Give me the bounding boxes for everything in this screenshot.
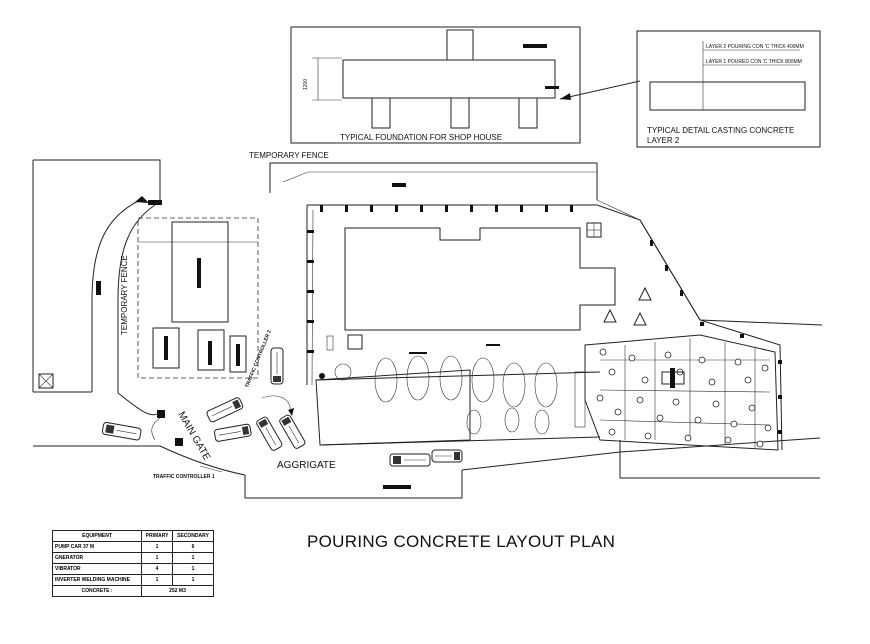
primary-count: 1 (141, 541, 174, 553)
site-fence (307, 204, 783, 451)
truck-icon (279, 414, 306, 449)
pile-points (596, 348, 772, 448)
table-row: GNERATOR 1 1 (51, 552, 214, 564)
layer2-note: LAYER 2 POURING CON 'C THICK 400MM (706, 44, 804, 50)
site-boundary: TEMPORARY FENCE TEMPORARY FENCE (32, 151, 823, 499)
truck-icon (101, 421, 142, 441)
total-value: 252 M3 (141, 585, 214, 597)
table-row: PUMP CAR 37 M 1 6 (51, 541, 214, 553)
casting-caption-line1: TYPICAL DETAIL CASTING CONCRETE (647, 126, 794, 135)
traffic-controller-1-label: TRAFFIC CONTROLLER 1 (153, 474, 215, 480)
layer1-note: LAYER 1 POURED CON 'C THICK 800MM (706, 59, 802, 65)
traffic-controller-2-label: TRAFFIC CONTROLLER 2 (244, 329, 273, 389)
staging-area-fence (137, 217, 259, 379)
aggrigate-label: AGGRIGATE (277, 460, 336, 471)
page-title: POURING CONCRETE LAYOUT PLAN (307, 532, 616, 551)
casting-caption-line2: LAYER 2 (647, 136, 680, 145)
shed-1 (152, 327, 180, 369)
equipment-name: GNERATOR (51, 552, 143, 564)
pump-car-icon (389, 453, 431, 467)
pile-cap (342, 59, 556, 99)
table-header-row: EQUIPMENT PRIMARY SECONDARY (51, 530, 214, 542)
header-primary: PRIMARY (141, 530, 174, 542)
secondary-count: 1 (172, 563, 214, 575)
pile-right (518, 97, 538, 129)
foundation-detail-frame (290, 26, 581, 144)
pile-left (371, 97, 391, 129)
primary-count: 4 (141, 563, 174, 575)
fence-posts (307, 205, 782, 434)
concrete-layer-section (649, 81, 806, 111)
building-footprint (344, 227, 616, 331)
table-row: INVERTER WELDING MACHINE 1 1 (51, 574, 214, 586)
staging-area (137, 217, 259, 379)
foundation-detail: 1200 TYPICAL FOUNDATION FOR SHOP HOUSE (290, 26, 641, 144)
total-label: CONCRETE : (51, 585, 143, 597)
shed-3 (229, 335, 247, 373)
secondary-count: 1 (172, 552, 214, 564)
storage-yard (171, 221, 229, 323)
secondary-count: 1 (172, 574, 214, 586)
foundation-caption: TYPICAL FOUNDATION FOR SHOP HOUSE (340, 133, 502, 142)
table-total-row: CONCRETE : 252 M3 (51, 585, 214, 597)
guard-post (38, 373, 54, 389)
header-equipment: EQUIPMENT (51, 530, 143, 542)
equipment-name: PUMP CAR 37 M (51, 541, 143, 553)
vehicles (101, 347, 463, 467)
equipment-name: INVERTER WELDING MACHINE (51, 574, 143, 586)
temporary-fence-left-label: TEMPORARY FENCE (120, 255, 129, 335)
casting-detail: LAYER 2 POURING CON 'C THICK 400MM LAYER… (636, 30, 821, 148)
detail-arrow (559, 80, 641, 100)
truck-icon (213, 423, 252, 442)
pile-caps-row (334, 355, 558, 435)
foundation-column (446, 29, 474, 61)
casting-detail-frame (636, 30, 821, 148)
primary-count: 1 (141, 574, 174, 586)
foundation-mark (523, 44, 547, 48)
shed-2 (197, 329, 225, 371)
secondary-count: 6 (172, 541, 214, 553)
truck-icon (256, 416, 283, 451)
pump-car-icon (270, 347, 284, 385)
pump-car-icon (431, 449, 463, 463)
pile-grid (599, 338, 771, 448)
equipment-name: VIBRATOR (51, 563, 143, 575)
primary-count: 1 (141, 552, 174, 564)
pouring-zone-layer (315, 369, 471, 446)
temporary-fence-top-label: TEMPORARY FENCE (249, 151, 329, 160)
dimension-text: 1200 (303, 79, 309, 90)
header-secondary: SECONDARY (172, 530, 214, 542)
equipment-table: EQUIPMENT PRIMARY SECONDARY PUMP CAR 37 … (51, 530, 214, 597)
truck-icon (206, 397, 244, 423)
table-row: VIBRATOR 4 1 (51, 563, 214, 575)
construction-site (306, 204, 783, 451)
pile-center (450, 97, 470, 129)
gate-area: MAIN GATE TRAFFIC CONTROLLER 1 TRAFFIC C… (151, 329, 411, 489)
